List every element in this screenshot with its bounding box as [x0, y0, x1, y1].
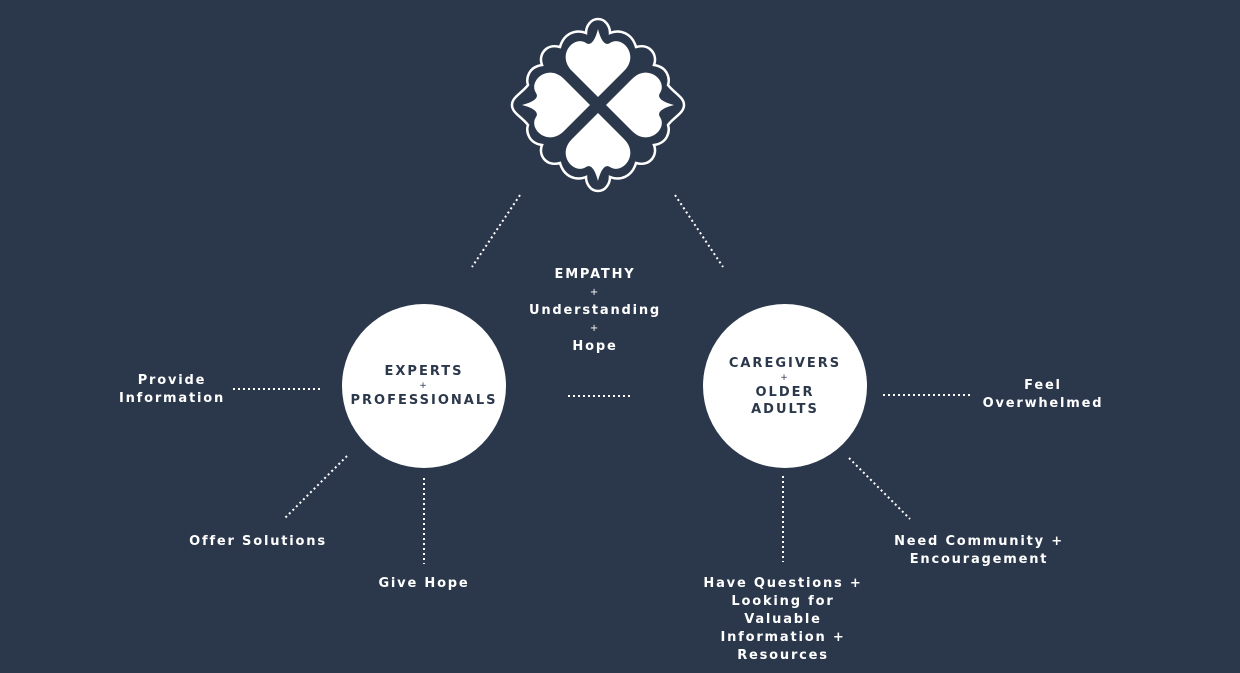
- connector-logo-right: [674, 194, 724, 268]
- have-questions-label: Have Questions + Looking for Valuable In…: [693, 575, 873, 665]
- need-community-label: Need Community + Encouragement: [884, 533, 1074, 569]
- looking-for-text: Looking for: [731, 594, 835, 609]
- experts-professionals-circle: EXPERTS + PROFESSIONALS: [342, 304, 506, 468]
- need-community-text: Need Community +: [894, 534, 1064, 549]
- caregivers-text: CAREGIVERS: [728, 355, 842, 371]
- center-plus-1: +: [589, 287, 601, 298]
- feel-text: Feel: [1024, 378, 1062, 393]
- four-heart-cross-logo-icon: [510, 17, 686, 193]
- provide-text: Provide: [137, 373, 207, 388]
- center-hope: Hope: [572, 339, 618, 354]
- feel-overwhelmed-label: Feel Overwhelmed: [973, 377, 1113, 413]
- encouragement-text: Encouragement: [909, 552, 1049, 567]
- center-label: EMPATHY + Understanding + Hope: [520, 266, 670, 356]
- connector-logo-left: [471, 194, 521, 268]
- experts-plus: +: [419, 381, 429, 391]
- have-questions-text: Have Questions +: [703, 576, 863, 591]
- caregivers-plus: +: [780, 372, 790, 383]
- center-plus-2: +: [589, 323, 601, 334]
- adults-text: ADULTS: [751, 401, 819, 417]
- professionals-text: PROFESSIONALS: [350, 393, 498, 408]
- connector-need-community: [848, 457, 911, 520]
- information-text: Information: [118, 391, 226, 406]
- connector-offer-solutions: [284, 455, 348, 519]
- caregivers-older-adults-circle: CAREGIVERS + OLDER ADULTS: [703, 304, 867, 468]
- give-hope-label: Give Hope: [378, 576, 470, 591]
- information-plus-text: Information +: [720, 630, 846, 645]
- offer-solutions-label: Offer Solutions: [189, 534, 327, 549]
- valuable-text: Valuable: [744, 612, 822, 627]
- resources-text: Resources: [737, 648, 829, 663]
- experts-text: EXPERTS: [384, 364, 464, 379]
- center-empathy: EMPATHY: [554, 267, 636, 282]
- provide-information-label: Provide Information: [112, 372, 232, 408]
- older-text: OLDER: [755, 384, 815, 400]
- overwhelmed-text: Overwhelmed: [982, 396, 1104, 411]
- center-understanding: Understanding: [528, 303, 662, 318]
